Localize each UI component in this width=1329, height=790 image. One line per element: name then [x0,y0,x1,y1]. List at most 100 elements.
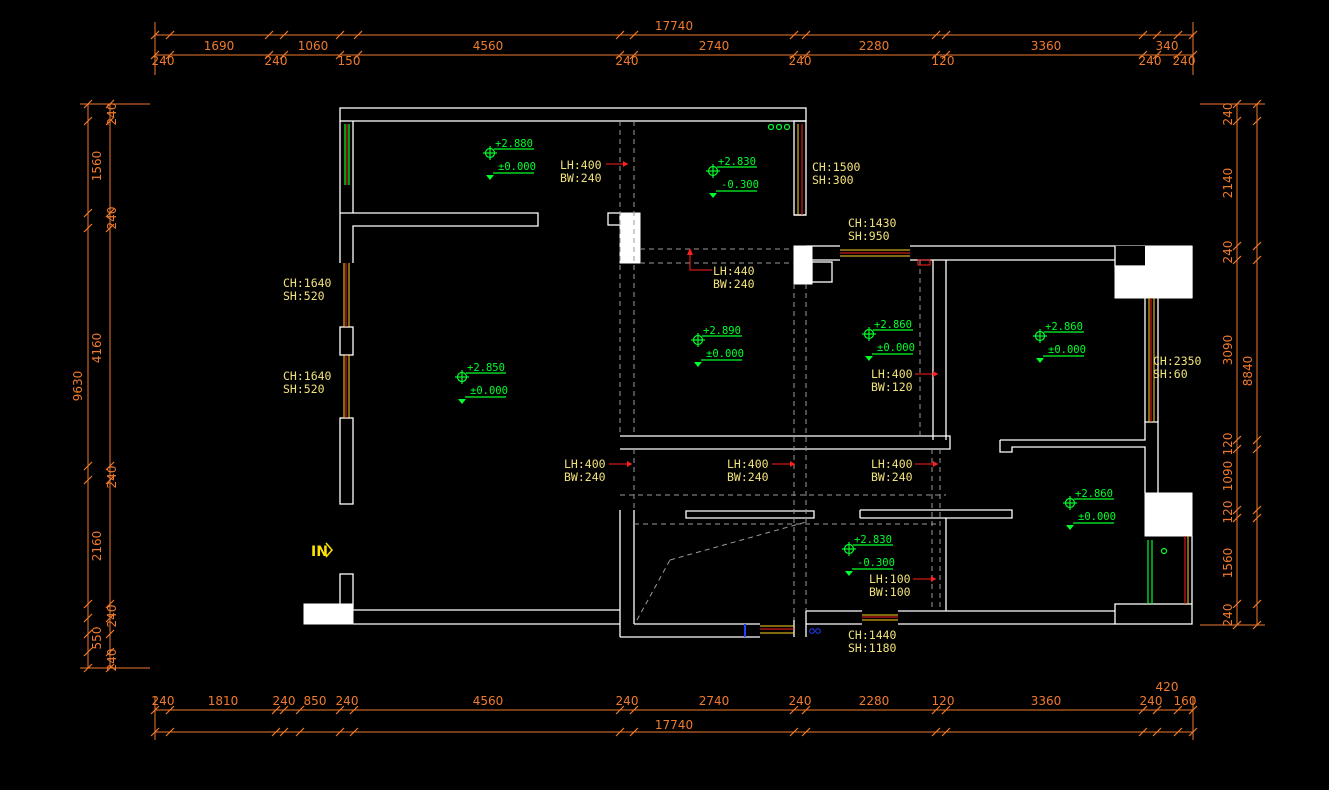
annotation-lh2-line-0: LH:440 [713,264,755,278]
level-markers: +2.880±0.000+2.830-0.300+2.890±0.000+2.8… [455,138,1116,576]
top-dim-4: 2740 [699,39,730,53]
level-top-lv2: +2.830 [718,156,756,168]
right-dim-6: 1090 [1221,461,1235,492]
level-bottom-lv3: ±0.000 [706,348,744,360]
annotation-ch4-line-1: SH:520 [283,382,325,396]
bottom-dim-12: 3360 [1031,694,1062,708]
pillar-bottom-left [303,603,354,625]
annotation-ch3-line-1: SH:520 [283,289,325,303]
annotation-ch1-line-1: SH:300 [812,173,854,187]
level-bottom-lv5: ±0.000 [1048,344,1086,356]
bottom-dim-4: 850 [304,694,327,708]
level-top-lv5: +2.860 [1045,321,1083,333]
annotation-ch4-line-0: CH:1640 [283,369,332,383]
top-dim-7: 340 [1156,39,1179,53]
right-dim-2: 2140 [1221,168,1235,199]
level-bottom-lv2: -0.300 [721,179,759,191]
level-marker-lv1: +2.880 ±0.000 [483,138,536,180]
annotation-lh4-line-0: LH:400 [564,457,606,471]
right-dim-3: 240 [1221,241,1235,264]
wall-top-left [339,107,807,122]
bottom-dim-6: 4560 [473,694,504,708]
annotation-lh5-line-1: BW:240 [727,470,769,484]
bottom-dim-1: 240 [152,694,175,708]
bottom-dimensions: 240 1810 240 850 240 4560 240 2740 240 2… [150,680,1198,740]
right-dim-4: 3090 [1221,335,1235,366]
bottom-dim-7: 240 [616,694,639,708]
annotation-lh4-line-1: BW:240 [564,470,606,484]
pillar-right [1144,492,1193,537]
level-bottom-lv8: -0.300 [857,557,895,569]
annotation-lh2-line-1: BW:240 [713,277,755,291]
left-dim-3: 240 [105,207,119,230]
annotation-ch5-line-0: CH:2350 [1153,354,1202,368]
level-top-lv7: +2.860 [1075,488,1113,500]
bottom-dim-2: 1810 [208,694,239,708]
right-dim-8: 1560 [1221,548,1235,579]
pillar-center [619,212,641,264]
bottom-dim-5: 240 [336,694,359,708]
right-dim-5: 120 [1221,433,1235,456]
top-dim-2: 1060 [298,39,329,53]
left-dim-8: 550 [90,627,104,650]
top-dim-1: 1690 [204,39,235,53]
annotation-ch2-line-1: SH:950 [848,229,890,243]
left-total-dimension: 9630 [71,371,85,402]
left-dim-1: 240 [105,103,119,126]
left-dim-9: 240 [105,649,119,672]
level-marker-lv7: +2.860 ±0.000 [1063,488,1116,530]
left-dim-7: 240 [105,605,119,628]
level-marker-lv4: +2.860 ±0.000 [862,319,915,361]
annotation-ch1-line-0: CH:1500 [812,160,861,174]
bottom-dim-14: 160 [1174,694,1197,708]
bottom-dim-10: 2280 [859,694,890,708]
annotation-lh7-line-0: LH:100 [869,572,911,586]
left-dim-6: 2160 [90,531,104,562]
left-dim-5: 240 [105,466,119,489]
level-bottom-lv1: ±0.000 [498,161,536,173]
top-offset-7: 240 [1139,54,1162,68]
right-dim-7: 120 [1221,501,1235,524]
wall-ledge [340,212,539,263]
top-offset-5: 240 [789,54,812,68]
top-offset-4: 240 [616,54,639,68]
entry-marker: IN [311,542,333,560]
top-offset-1: 240 [152,54,175,68]
top-dim-6: 3360 [1031,39,1062,53]
entry-label: IN [311,544,328,560]
level-bottom-lv7: ±0.000 [1078,511,1116,523]
top-dimensions: 17740 1690 1060 4560 2740 2280 3360 340 … [150,19,1198,75]
annotation-lh5-line-0: LH:400 [727,457,769,471]
top-dim-5: 2280 [859,39,890,53]
level-marker-lv8: +2.830 -0.300 [842,534,895,576]
left-dim-2: 1560 [90,151,104,182]
level-bottom-lv4: ±0.000 [877,342,915,354]
bottom-total-dimension: 17740 [655,718,693,732]
annotation-ch5-line-1: SH:60 [1153,367,1188,381]
level-top-lv6: +2.850 [467,362,505,374]
top-offset-2: 240 [265,54,288,68]
annotation-ch6-line-0: CH:1440 [848,628,897,642]
level-bottom-lv6: ±0.000 [470,385,508,397]
level-top-lv1: +2.880 [495,138,533,150]
annotation-lh3-line-1: BW:120 [871,380,913,394]
top-offset-3: 150 [338,54,361,68]
right-total-dimension: 8840 [1241,356,1255,387]
top-offset-6: 120 [932,54,955,68]
walls [303,107,1193,638]
beam-lines [619,121,946,621]
level-marker-lv5: +2.860 ±0.000 [1033,321,1086,363]
annotations: LH:400BW:240CH:1500SH:300CH:1430SH:950LH… [283,158,1202,655]
right-dimensions: 8840 240 2140 240 3090 120 1090 120 1560… [1200,99,1265,630]
bottom-dim-9: 240 [789,694,812,708]
windows [343,123,1189,637]
annotation-ch6-line-1: SH:1180 [848,641,897,655]
bottom-dim-8: 2740 [699,694,730,708]
annotation-lh1-line-0: LH:400 [560,158,602,172]
level-marker-lv2: +2.830 -0.300 [706,156,759,198]
level-top-lv4: +2.860 [874,319,912,331]
annotation-lh7-line-1: BW:100 [869,585,911,599]
bottom-dim-3: 240 [273,694,296,708]
left-dimensions: 9630 240 1560 240 4160 240 2160 240 550 … [71,99,150,673]
level-top-lv8: +2.830 [854,534,892,546]
